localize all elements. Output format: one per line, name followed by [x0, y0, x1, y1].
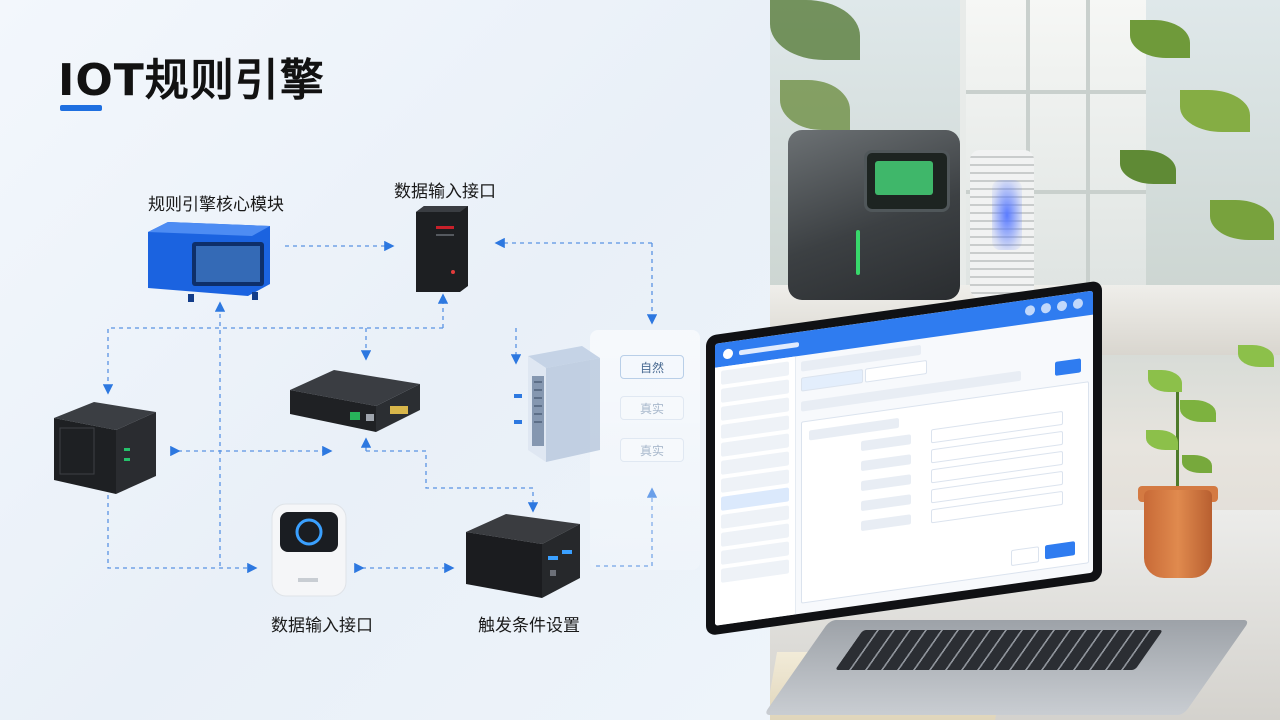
laptop-keyboard: [763, 620, 1250, 715]
tag-real-2: 真实: [620, 438, 684, 462]
diagram-panel: IOT规则引擎 自然 真实 真实: [0, 0, 770, 720]
plant-pot: [1144, 490, 1212, 578]
app-sidebar: [715, 356, 796, 626]
tag-real-1: 真实: [620, 396, 684, 420]
input-interface-label-top: 数据输入接口: [394, 182, 496, 202]
black-gateway-device: [466, 514, 582, 604]
blue-core-module-device: [148, 222, 273, 306]
laptop-app-ui: [715, 290, 1093, 626]
gray-controller-device: [788, 130, 960, 300]
mini-pc-device: [290, 370, 422, 438]
link-cube-down: [107, 495, 258, 574]
title-underline: [60, 105, 102, 111]
connection-lines: [102, 237, 658, 574]
link-mid-row: [366, 450, 539, 513]
laptop-screen: [706, 280, 1102, 636]
tower-server-device: [416, 206, 472, 298]
core-module-label: 规则引擎核心模块: [148, 195, 284, 215]
input-interface-label-bottom: 数据输入接口: [271, 616, 373, 636]
page-title: IOT规则引擎: [58, 55, 325, 106]
white-sensor-device: [970, 150, 1034, 298]
link-left-top: [102, 327, 443, 395]
app-main-content: [801, 321, 1089, 607]
tag-natural: 自然: [620, 355, 684, 379]
cube-server-device: [54, 402, 158, 500]
trigger-condition-label: 触发条件设置: [478, 616, 580, 636]
white-terminal-device: [270, 500, 350, 604]
storage-rack-device: [512, 346, 602, 468]
